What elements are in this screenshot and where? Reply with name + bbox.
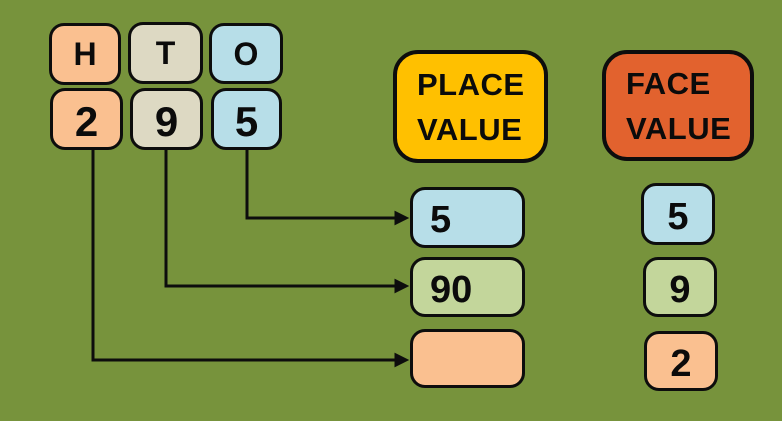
- face-value-ones-box: 5: [641, 183, 715, 245]
- digit-tens: 9: [130, 88, 203, 150]
- face-value-tens-box: 9: [643, 257, 717, 317]
- arrow-tens-to-place-value: [164, 148, 410, 294]
- face-value-hundreds-box: 2: [644, 331, 718, 391]
- arrow-ones-to-place-value: [245, 148, 410, 226]
- column-label-tens: T: [128, 22, 203, 84]
- arrow-hundreds-to-place-value: [91, 148, 410, 368]
- digit-ones: 5: [211, 88, 282, 150]
- place-value-hundreds-box-empty: [410, 329, 525, 388]
- face-value-header: FACE VALUE: [602, 50, 754, 161]
- column-label-ones: O: [209, 23, 283, 84]
- column-label-hundreds: H: [49, 23, 121, 85]
- place-value-ones-box: 5: [410, 187, 525, 248]
- digit-hundreds: 2: [50, 88, 123, 150]
- place-value-header: PLACE VALUE: [393, 50, 548, 163]
- place-value-tens-box: 90: [410, 257, 525, 317]
